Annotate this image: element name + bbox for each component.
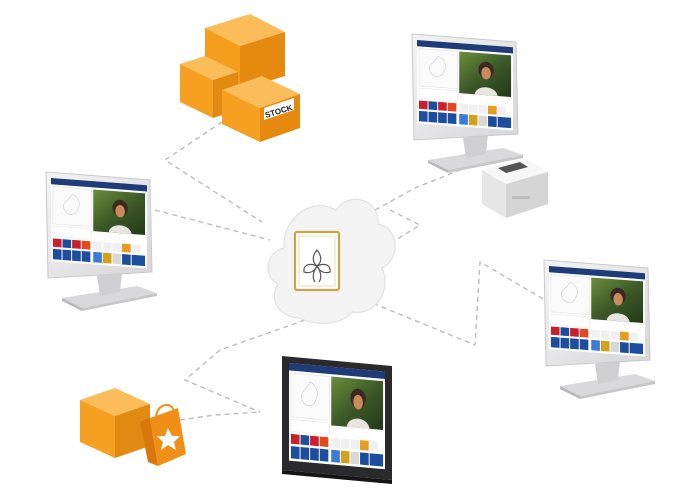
connector-top-monitor (374, 169, 461, 211)
tablet-icon (282, 356, 392, 484)
connector-right-monitor (364, 260, 546, 347)
connector-left-monitor (154, 209, 271, 241)
connectors (154, 121, 546, 421)
shopping-bag-icon (80, 388, 186, 466)
pos-terminal-right (544, 260, 655, 399)
connector-stock (163, 121, 263, 223)
pos-terminal-top (412, 34, 523, 173)
cloud-hub (267, 198, 396, 324)
connector-bag (179, 411, 261, 421)
receipt-printer-icon (482, 158, 548, 218)
connector-printer (359, 209, 422, 263)
pos-terminal-left (46, 172, 157, 311)
connector-tablet (183, 319, 306, 413)
flower-logo-icon (293, 230, 341, 292)
stock-boxes-icon: STOCK (180, 14, 300, 142)
